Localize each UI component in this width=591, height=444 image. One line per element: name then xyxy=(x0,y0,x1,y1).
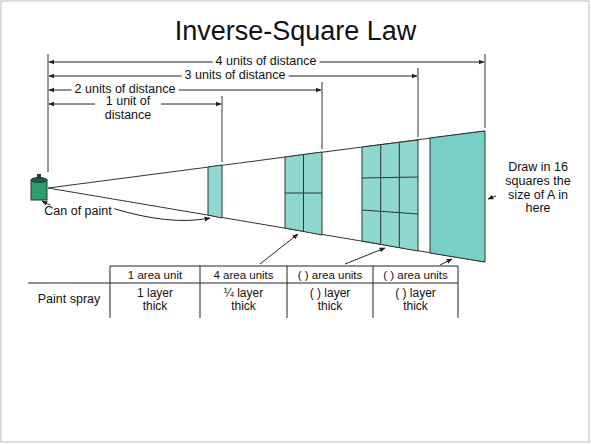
table-line xyxy=(28,283,458,284)
extension-line xyxy=(418,68,419,137)
extension-line xyxy=(485,54,486,128)
table-line xyxy=(110,266,458,267)
table-line xyxy=(287,266,288,318)
dimension-label: 4 units of distance xyxy=(213,55,320,69)
dimension-label: 1 unit of distance xyxy=(95,95,161,123)
slide-title: Inverse-Square Law xyxy=(0,16,591,47)
area-square xyxy=(362,140,418,251)
table-line xyxy=(110,266,111,318)
leader-line xyxy=(345,248,385,264)
table-cell: ( ) area units xyxy=(380,268,451,281)
table-row-header: Paint spray xyxy=(35,293,104,307)
paint-can-nozzle xyxy=(37,174,41,179)
grid-line xyxy=(362,177,418,178)
leader-line xyxy=(260,234,298,264)
spray-edge xyxy=(48,188,485,262)
spray-edge xyxy=(48,131,485,188)
area-square xyxy=(285,152,322,235)
table-cell: 1 layer thick xyxy=(126,287,184,313)
grid-line xyxy=(380,145,381,245)
extension-line xyxy=(48,54,49,172)
grid-line xyxy=(399,142,400,248)
area-square xyxy=(208,165,222,218)
table-cell: ( ) layer thick xyxy=(387,287,445,313)
table-line xyxy=(458,266,459,318)
area-square xyxy=(430,131,485,262)
table-line xyxy=(200,266,201,318)
extension-line xyxy=(322,82,323,149)
table-cell: ( ) layer thick xyxy=(301,287,359,313)
note: Draw in 16 squares the size of A in here xyxy=(498,161,578,216)
dimension-label: 3 units of distance xyxy=(182,69,289,83)
leader-line xyxy=(440,259,452,265)
extension-line xyxy=(222,96,223,162)
table-line xyxy=(373,266,374,318)
table-cell: 4 area units xyxy=(210,268,276,281)
leader-line xyxy=(488,196,496,199)
grid-line xyxy=(285,193,322,194)
table-cell: 1 area unit xyxy=(125,268,185,281)
leader-line xyxy=(112,208,210,220)
part-label: Can of paint xyxy=(41,205,114,219)
table-cell: ( ) area units xyxy=(295,268,366,281)
grid-line xyxy=(362,210,418,214)
table-cell: ¼ layer thick xyxy=(215,287,273,313)
